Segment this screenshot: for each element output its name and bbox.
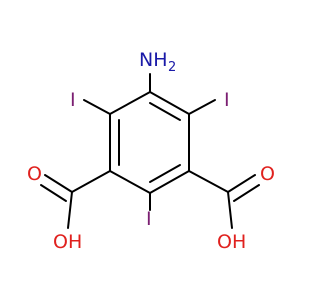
iodine-right-bond xyxy=(188,99,216,115)
oxygen-hydroxyl-right-label: OH xyxy=(217,231,246,253)
carboxyl-right-bond xyxy=(188,170,229,193)
hydroxyl-left-bond xyxy=(67,191,73,229)
ring-bond xyxy=(109,170,151,194)
ring-bond xyxy=(149,91,190,115)
amine-subscript: 2 xyxy=(168,60,176,75)
structure-drawing: NH 2 I I I O OH O OH xyxy=(27,49,275,253)
carbonyl-left-bond xyxy=(40,184,67,202)
molecule-diagram: NH 2 I I I O OH O OH xyxy=(27,49,275,253)
bonds xyxy=(40,73,260,229)
carbonyl-right-bond xyxy=(233,184,260,202)
oxygen-carbonyl-right-label: O xyxy=(260,163,275,185)
ring-inner-bond xyxy=(149,164,181,183)
iodine-bottom-label: I xyxy=(146,208,152,230)
carbonyl-left-bond xyxy=(44,174,73,193)
amine-label: NH xyxy=(139,49,168,71)
iodine-left-bond xyxy=(83,99,111,115)
iodine-right-label: I xyxy=(224,89,230,111)
ring-inner-bond xyxy=(149,102,181,121)
carbonyl-right-bond xyxy=(227,174,256,193)
oxygen-carbonyl-left-label: O xyxy=(27,163,42,185)
hydroxyl-right-bond xyxy=(227,191,233,229)
oxygen-hydroxyl-left-label: OH xyxy=(53,231,82,253)
carboxyl-left-bond xyxy=(71,170,111,193)
ring-bond xyxy=(109,91,151,115)
ring-bond xyxy=(149,170,190,194)
iodine-left-label: I xyxy=(70,89,76,111)
